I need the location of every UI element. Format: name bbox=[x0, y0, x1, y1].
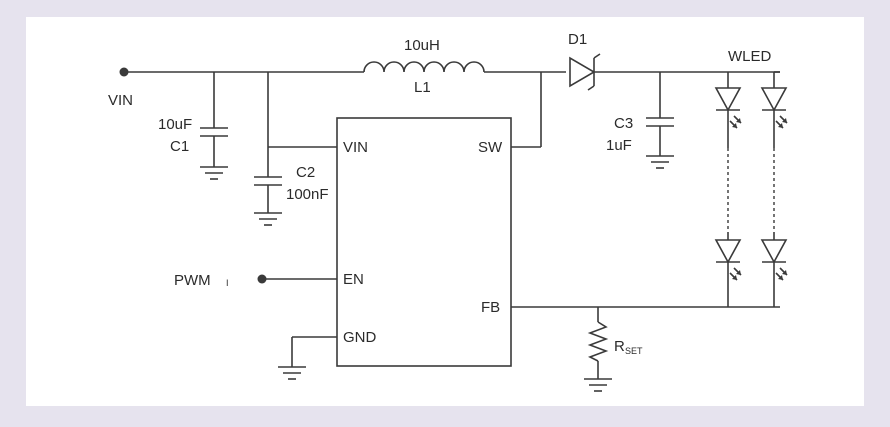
wled-label: WLED bbox=[728, 48, 772, 65]
c1-value-label: 10uF bbox=[158, 116, 192, 133]
capacitor-c2 bbox=[254, 72, 337, 226]
c1-ref-label: C1 bbox=[170, 138, 189, 155]
c2-ref-label: C2 bbox=[296, 164, 315, 181]
c2-value-label: 100nF bbox=[286, 186, 329, 203]
ic-pin-en: EN bbox=[343, 271, 364, 288]
rset-sub-label: SET bbox=[625, 346, 643, 356]
ic-pin-sw: SW bbox=[478, 139, 503, 156]
ic-pin-vin: VIN bbox=[343, 139, 368, 156]
pwm-input bbox=[257, 274, 337, 284]
pwm-mark-label: I bbox=[226, 278, 229, 288]
vin-source-label: VIN bbox=[108, 92, 133, 109]
ic-pin-gnd: GND bbox=[343, 329, 377, 346]
led-string-left bbox=[715, 72, 742, 307]
ic-ground bbox=[278, 336, 337, 380]
diode-d1 bbox=[569, 53, 780, 91]
ic-pin-fb: FB bbox=[481, 299, 500, 316]
inductor-ref-label: L1 bbox=[414, 79, 431, 96]
led-string-right bbox=[761, 71, 788, 307]
c3-value-label: 1uF bbox=[606, 137, 632, 154]
diode-ref-label: D1 bbox=[568, 31, 587, 48]
capacitor-c3 bbox=[646, 72, 674, 169]
c3-ref-label: C3 bbox=[614, 115, 633, 132]
capacitor-c1 bbox=[200, 72, 228, 180]
sw-node-wire bbox=[511, 72, 542, 148]
pwm-label: PWM bbox=[174, 272, 211, 289]
rset-main-label: R bbox=[614, 338, 625, 355]
ic-block bbox=[336, 117, 512, 367]
inductor-value-label: 10uH bbox=[404, 37, 440, 54]
vin-rail bbox=[119, 67, 364, 77]
inductor-l1 bbox=[363, 61, 566, 73]
schematic-panel bbox=[26, 17, 864, 406]
resistor-rset bbox=[584, 307, 612, 392]
